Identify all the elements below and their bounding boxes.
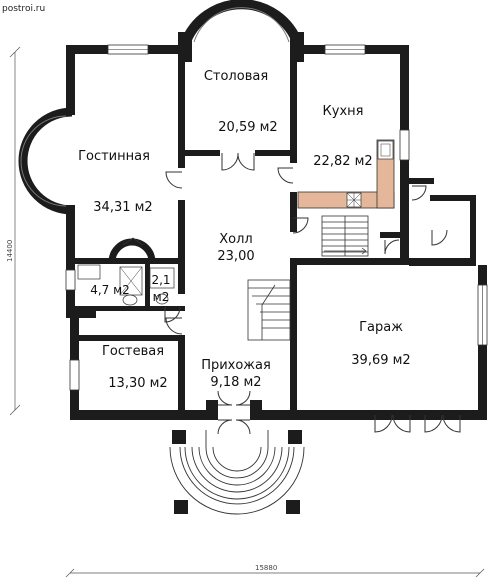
room-name-kitchen: Кухня <box>323 104 364 119</box>
room-area-kitchen: 22,82 м2 <box>313 154 372 169</box>
entrance-steps <box>169 430 305 515</box>
room-area-guest: 13,30 м2 <box>108 376 167 391</box>
room-name-hall: Холл <box>219 232 252 247</box>
room-area-wc-top: 2,1 <box>151 273 170 287</box>
kitchen-counter <box>297 139 395 209</box>
room-area-dining: 20,59 м2 <box>218 120 277 135</box>
room-area-wc-bottom: м2 <box>153 290 170 304</box>
room-name-garage: Гараж <box>359 320 403 335</box>
height-dimension-label: 14400 <box>6 240 14 262</box>
room-area-living: 34,31 м2 <box>93 200 152 215</box>
room-labels: Столовая 20,59 м2 Кухня 22,82 м2 Гостинн… <box>78 69 411 391</box>
width-dimension: 15880 <box>65 564 485 578</box>
room-area-entry: 9,18 м2 <box>210 375 261 390</box>
room-name-guest: Гостевая <box>102 344 164 359</box>
site-watermark: postroi.ru <box>2 4 45 14</box>
stairs-hall <box>247 279 291 341</box>
room-name-dining: Столовая <box>204 69 268 84</box>
bathroom-fixtures <box>77 237 175 306</box>
doors <box>164 152 461 435</box>
room-area-hall: 23,00 <box>217 249 254 264</box>
room-name-living: Гостинная <box>78 149 150 164</box>
interior-walls <box>75 58 405 420</box>
stairs-kitchen <box>321 215 369 257</box>
height-dimension: 14400 <box>6 46 21 416</box>
room-area-bathroom: 4,7 м2 <box>90 283 130 297</box>
room-name-entry: Прихожая <box>201 358 271 373</box>
room-area-garage: 39,69 м2 <box>351 353 410 368</box>
width-dimension-label: 15880 <box>255 564 277 572</box>
windows <box>65 44 488 391</box>
